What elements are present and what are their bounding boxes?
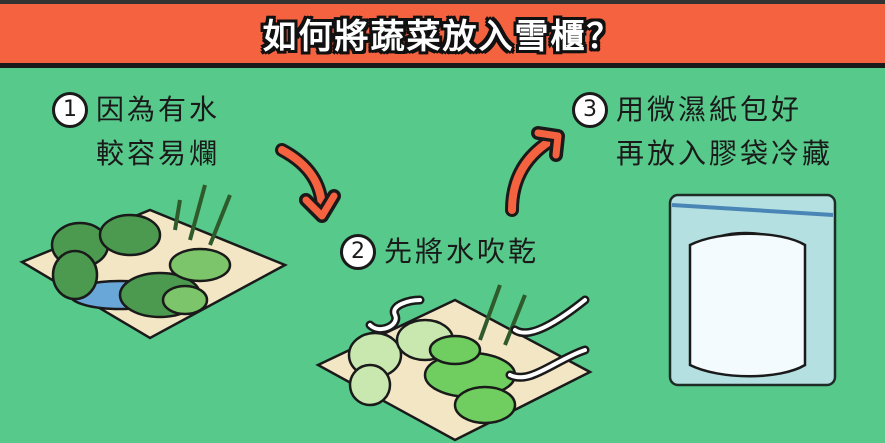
step-2-line-1: 先將水吹乾 xyxy=(384,235,540,268)
step-number-badge: 3 xyxy=(572,92,608,128)
header-banner: 如何將蔬菜放入雪櫃？ xyxy=(0,4,885,68)
step-3-line-1: 用微濕紙包好 xyxy=(616,93,803,126)
page-title: 如何將蔬菜放入雪櫃？ xyxy=(262,17,623,57)
cutting-board-wet-vegetables-illustration xyxy=(19,184,288,340)
step-number-badge: 2 xyxy=(340,234,376,270)
step-number-badge: 1 xyxy=(52,92,88,128)
step-2: 2 先將水吹乾 xyxy=(340,230,539,274)
step-3-line-2: 再放入膠袋冷藏 xyxy=(616,137,834,170)
step-1-line-1: 因為有水 xyxy=(96,93,221,126)
plastic-bag-wrapped-vegetables-illustration xyxy=(668,193,837,387)
arrow-2-to-3-icon xyxy=(505,126,565,217)
step-1-line-2: 較容易爛 xyxy=(96,137,221,170)
arrow-1-to-2-icon xyxy=(275,143,341,223)
step-1: 1 因為有水較容易爛 xyxy=(52,88,220,176)
cutting-board-dry-vegetables-illustration xyxy=(315,284,593,442)
wind-icon-inner xyxy=(368,298,587,380)
step-3: 3 用微濕紙包好再放入膠袋冷藏 xyxy=(572,88,833,176)
top-border xyxy=(0,0,885,4)
